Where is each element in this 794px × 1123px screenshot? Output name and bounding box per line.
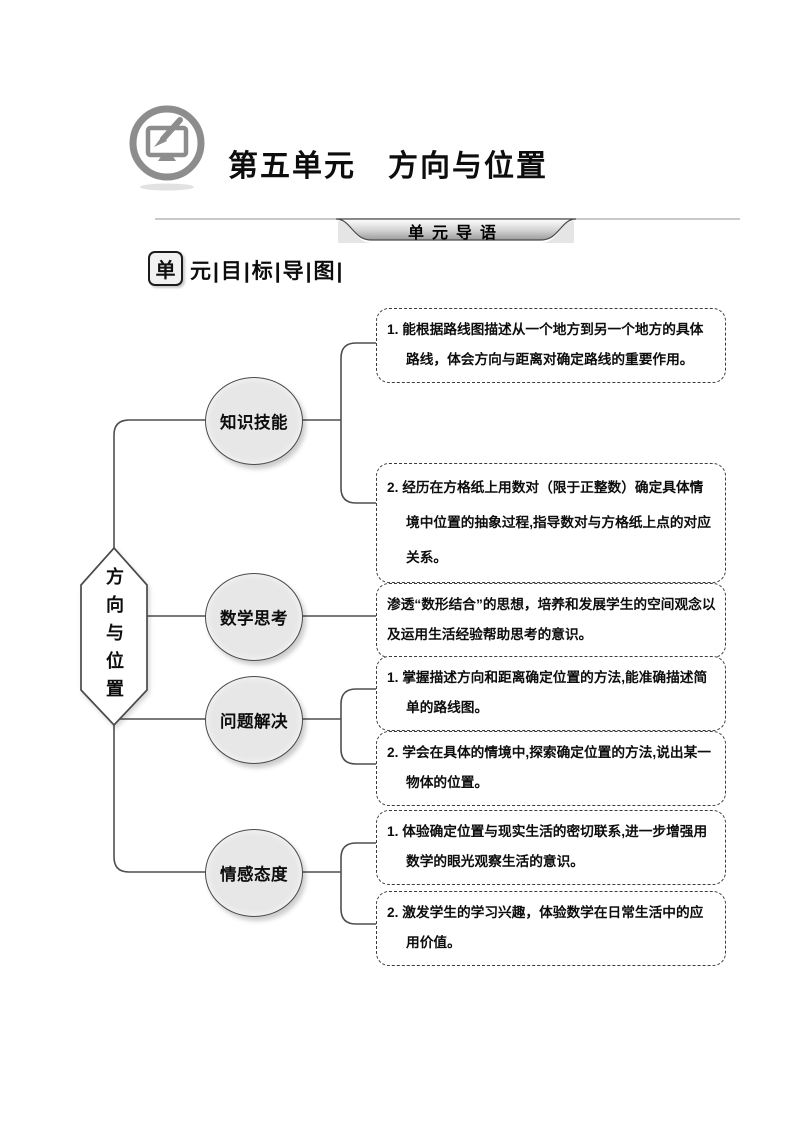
goal-box-math-thinking-1: 渗透“数形结合”的思想，培养和发展学生的空间观念以及运用生活经验帮助思考的意识。 (376, 583, 726, 658)
goal-box-knowledge-skills-2: 2. 经历在方格纸上用数对（限于正整数）确定具体情境中位置的抽象过程,指导数对与… (376, 463, 726, 583)
goal-box-emotional-attitude-1: 1. 体验确定位置与现实生活的密切联系,进一步增强用数学的眼光观察生活的意识。 (376, 810, 726, 885)
branch-node-label: 知识技能 (220, 414, 288, 432)
root-node-label: 方向与位置 (104, 567, 124, 707)
heading-lead-char: 单 (155, 260, 176, 282)
branch-node-label: 情感态度 (220, 866, 288, 884)
goal-box-emotional-attitude-2: 2. 激发学生的学习兴趣，体验数学在日常生活中的应用价值。 (376, 891, 726, 966)
branch-node-knowledge-skills: 知识技能 (205, 377, 303, 465)
monitor-pencil-icon (129, 105, 205, 191)
root-node-hexagon (80, 546, 148, 727)
branch-node-problem-solving: 问题解决 (205, 676, 303, 764)
unit-intro-banner-label: 单元导语 (407, 225, 504, 242)
branch-node-emotional-attitude: 情感态度 (205, 829, 303, 917)
branch-node-label: 数学思考 (220, 610, 288, 628)
goal-box-problem-solving-2: 2. 学会在具体的情境中,探索确定位置的方法,说出某一物体的位置。 (376, 731, 726, 806)
heading-rest: 元|目|标|导|图| (190, 260, 345, 283)
branch-wires (113, 342, 376, 925)
branch-node-math-thinking: 数学思考 (205, 573, 303, 661)
heading-lead-box: 单 (148, 251, 183, 286)
goal-box-knowledge-skills-1: 1. 能根据路线图描述从一个地方到另一个地方的具体路线，体会方向与距离对确定路线… (376, 308, 726, 383)
branch-node-label: 问题解决 (220, 713, 288, 731)
goal-box-problem-solving-1: 1. 掌握描述方向和距离确定位置的方法,能准确描述简单的路线图。 (376, 656, 726, 731)
unit-title: 第五单元 方向与位置 (228, 150, 548, 183)
unit-intro-banner-shape (155, 218, 740, 243)
